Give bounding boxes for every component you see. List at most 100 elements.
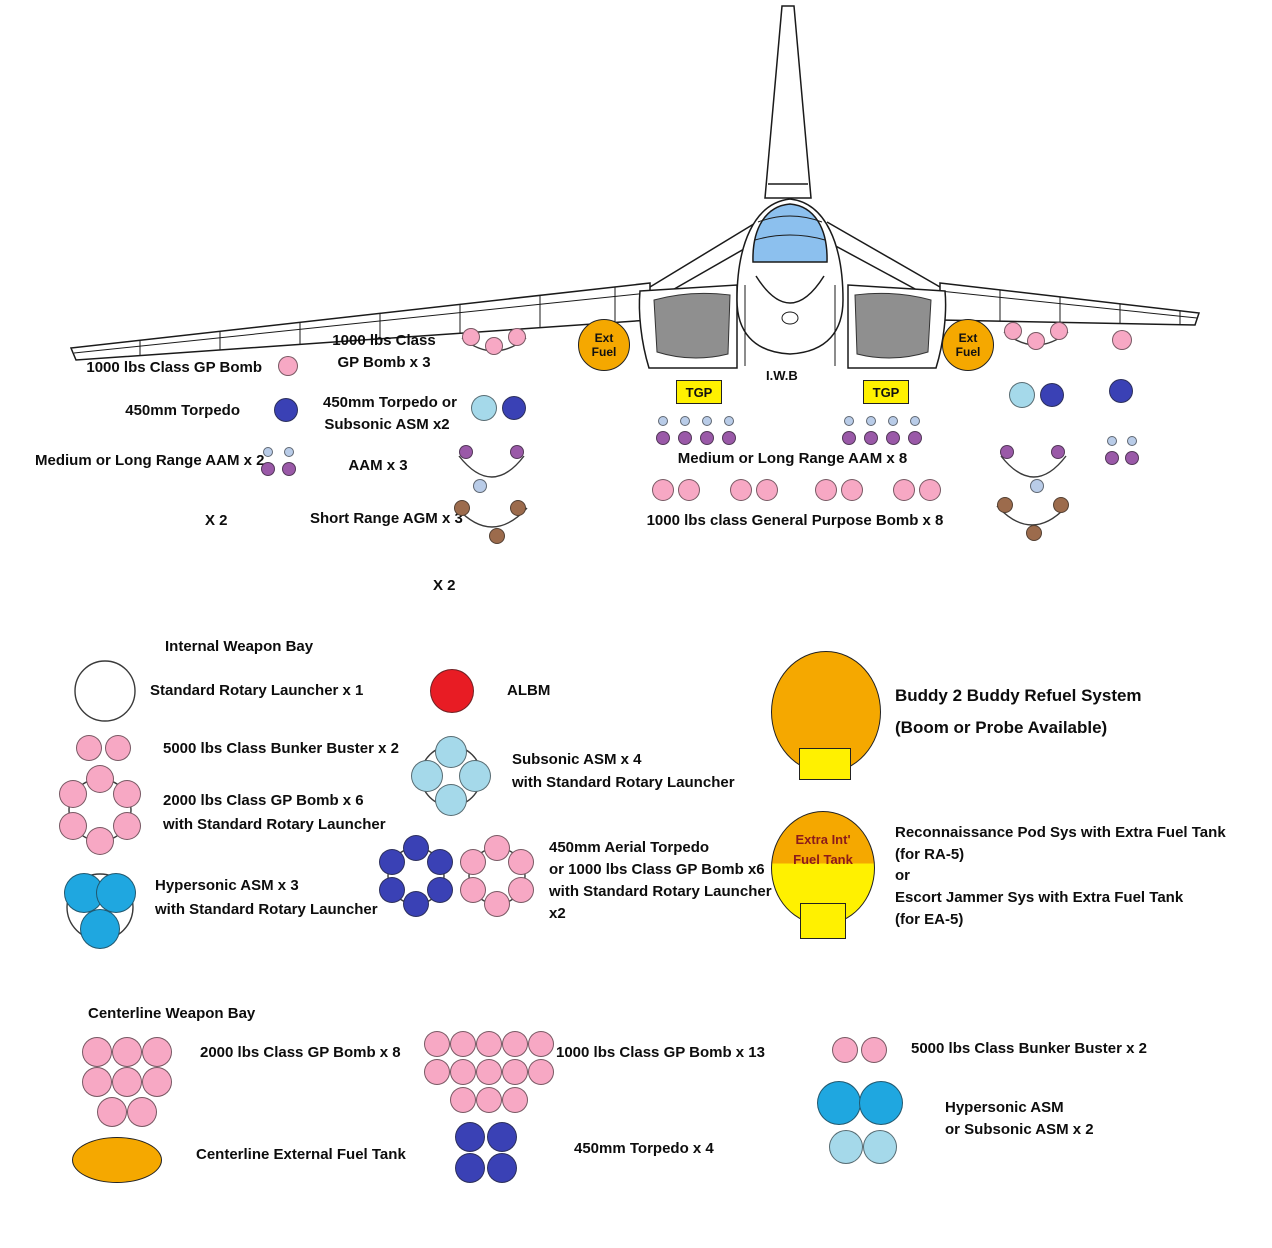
agm-icon (1026, 525, 1042, 541)
label-recon-l1: Reconnaissance Pod Sys with Extra Fuel T… (895, 824, 1226, 841)
centerline-bay-heading: Centerline Weapon Bay (88, 1005, 256, 1022)
ejector-rack-arc (1000, 455, 1067, 478)
subsonic-asm-icon (863, 1130, 897, 1164)
aam-icon (1051, 445, 1065, 459)
aircraft-front-view (69, 5, 1201, 369)
agm-icon (510, 500, 526, 516)
label-gp-bomb-1000: 1000 lbs Class GP Bomb (86, 359, 262, 376)
aam-icon (844, 416, 854, 426)
gp-bomb-icon (59, 812, 87, 840)
aam-icon (1105, 451, 1119, 465)
label-recon-l5: (for EA-5) (895, 911, 964, 928)
label-gp-bomb-x3-l1: 1000 lbs Class (332, 332, 436, 349)
label-gp-bomb-x3-l2: GP Bomb x 3 (337, 354, 431, 371)
gp-bomb-icon (424, 1059, 450, 1085)
torpedo-icon (455, 1122, 485, 1152)
label-multiplier: X 2 (205, 512, 228, 529)
gp-bomb-icon (893, 479, 915, 501)
aam-icon (680, 416, 690, 426)
aam-icon (1127, 436, 1137, 446)
aam-icon (1000, 445, 1014, 459)
agm-icon (489, 528, 505, 544)
label-aerial-torpedo-l4: x2 (549, 905, 566, 922)
subsonic-asm-icon (1009, 382, 1035, 408)
refuel-boom-icon (799, 748, 851, 780)
centerline-fuel-tank-icon (72, 1137, 162, 1183)
gp-bomb-icon (142, 1037, 172, 1067)
label-aerial-torpedo-l3: with Standard Rotary Launcher (549, 883, 772, 900)
label-subsonic-l2: with Standard Rotary Launcher (512, 774, 735, 791)
label-cl-fuel-tank: Centerline External Fuel Tank (196, 1146, 406, 1163)
gp-bomb-icon (127, 1097, 157, 1127)
gp-bomb-icon (113, 812, 141, 840)
aam-icon (282, 462, 296, 476)
tgp-pod-icon: TGP (863, 380, 909, 404)
gp-bomb-icon (450, 1031, 476, 1057)
aam-icon (510, 445, 524, 459)
ext-fuel-tank-icon: Ext Fuel (942, 319, 994, 371)
gp-bomb-icon (841, 479, 863, 501)
gp-bomb-icon (82, 1067, 112, 1097)
label-torpedo-asm-l2: Subsonic ASM x2 (324, 416, 450, 433)
torpedo-icon (274, 398, 298, 422)
left-intake (653, 292, 731, 359)
aam-icon (459, 445, 473, 459)
bunker-buster-icon (105, 735, 131, 761)
gp-bomb-icon (278, 356, 298, 376)
label-aerial-torpedo-l1: 450mm Aerial Torpedo (549, 839, 710, 856)
bunker-buster-icon (861, 1037, 887, 1063)
label-gp2000-l2: with Standard Rotary Launcher (163, 816, 386, 833)
gp-bomb-icon (528, 1031, 554, 1057)
gp-bomb-icon (756, 479, 778, 501)
aam-icon (678, 431, 692, 445)
hypersonic-asm-icon (96, 873, 136, 913)
agm-icon (997, 497, 1013, 513)
gp-bomb-icon (86, 765, 114, 793)
ext-fuel-label: Fuel (955, 345, 981, 359)
torpedo-icon (455, 1153, 485, 1183)
label-cl-asm-l1: Hypersonic ASM (945, 1099, 1064, 1116)
gp-bomb-icon (484, 891, 510, 917)
aam-icon (866, 416, 876, 426)
gp-bomb-icon (112, 1067, 142, 1097)
aam-icon (658, 416, 668, 426)
label-aam-x3: AAM x 3 (348, 457, 408, 474)
gp-bomb-icon (502, 1087, 528, 1113)
hypersonic-asm-icon (817, 1081, 861, 1125)
gp-bomb-icon (113, 780, 141, 808)
gp-bomb-icon (815, 479, 837, 501)
label-cl-bunker: 5000 lbs Class Bunker Buster x 2 (911, 1040, 1147, 1057)
label-recon-l2: (for RA-5) (895, 846, 965, 863)
extra-fuel-tank-icon: Extra Int' Fuel Tank (771, 811, 875, 925)
torpedo-icon (487, 1153, 517, 1183)
aam-icon (722, 431, 736, 445)
albm-icon (430, 669, 474, 713)
subsonic-asm-icon (471, 395, 497, 421)
subsonic-asm-icon (459, 760, 491, 792)
label-aam-x8: Medium or Long Range AAM x 8 (677, 450, 908, 467)
torpedo-icon (1109, 379, 1133, 403)
hypersonic-asm-icon (859, 1081, 903, 1125)
torpedo-icon (379, 849, 405, 875)
label-multiplier: X 2 (433, 577, 456, 594)
gp-bomb-icon (462, 328, 480, 346)
gp-bomb-icon (97, 1097, 127, 1127)
ext-fuel-label: Ext (958, 331, 978, 345)
gp-bomb-icon (82, 1037, 112, 1067)
subsonic-asm-icon (435, 784, 467, 816)
rotary-launcher-ring (74, 660, 136, 722)
right-intake (854, 292, 932, 359)
torpedo-icon (427, 849, 453, 875)
aam-icon (1030, 479, 1044, 493)
torpedo-icon (403, 891, 429, 917)
aam-icon (842, 431, 856, 445)
label-aam-x2: Medium or Long Range AAM x 2 (35, 452, 265, 469)
aam-icon (1125, 451, 1139, 465)
gp-bomb-icon (502, 1059, 528, 1085)
gp-bomb-icon (424, 1031, 450, 1057)
gp-bomb-icon (460, 877, 486, 903)
label-rotary-launcher: Standard Rotary Launcher x 1 (150, 682, 364, 699)
gp-bomb-icon (1027, 332, 1045, 350)
gp-bomb-icon (508, 849, 534, 875)
